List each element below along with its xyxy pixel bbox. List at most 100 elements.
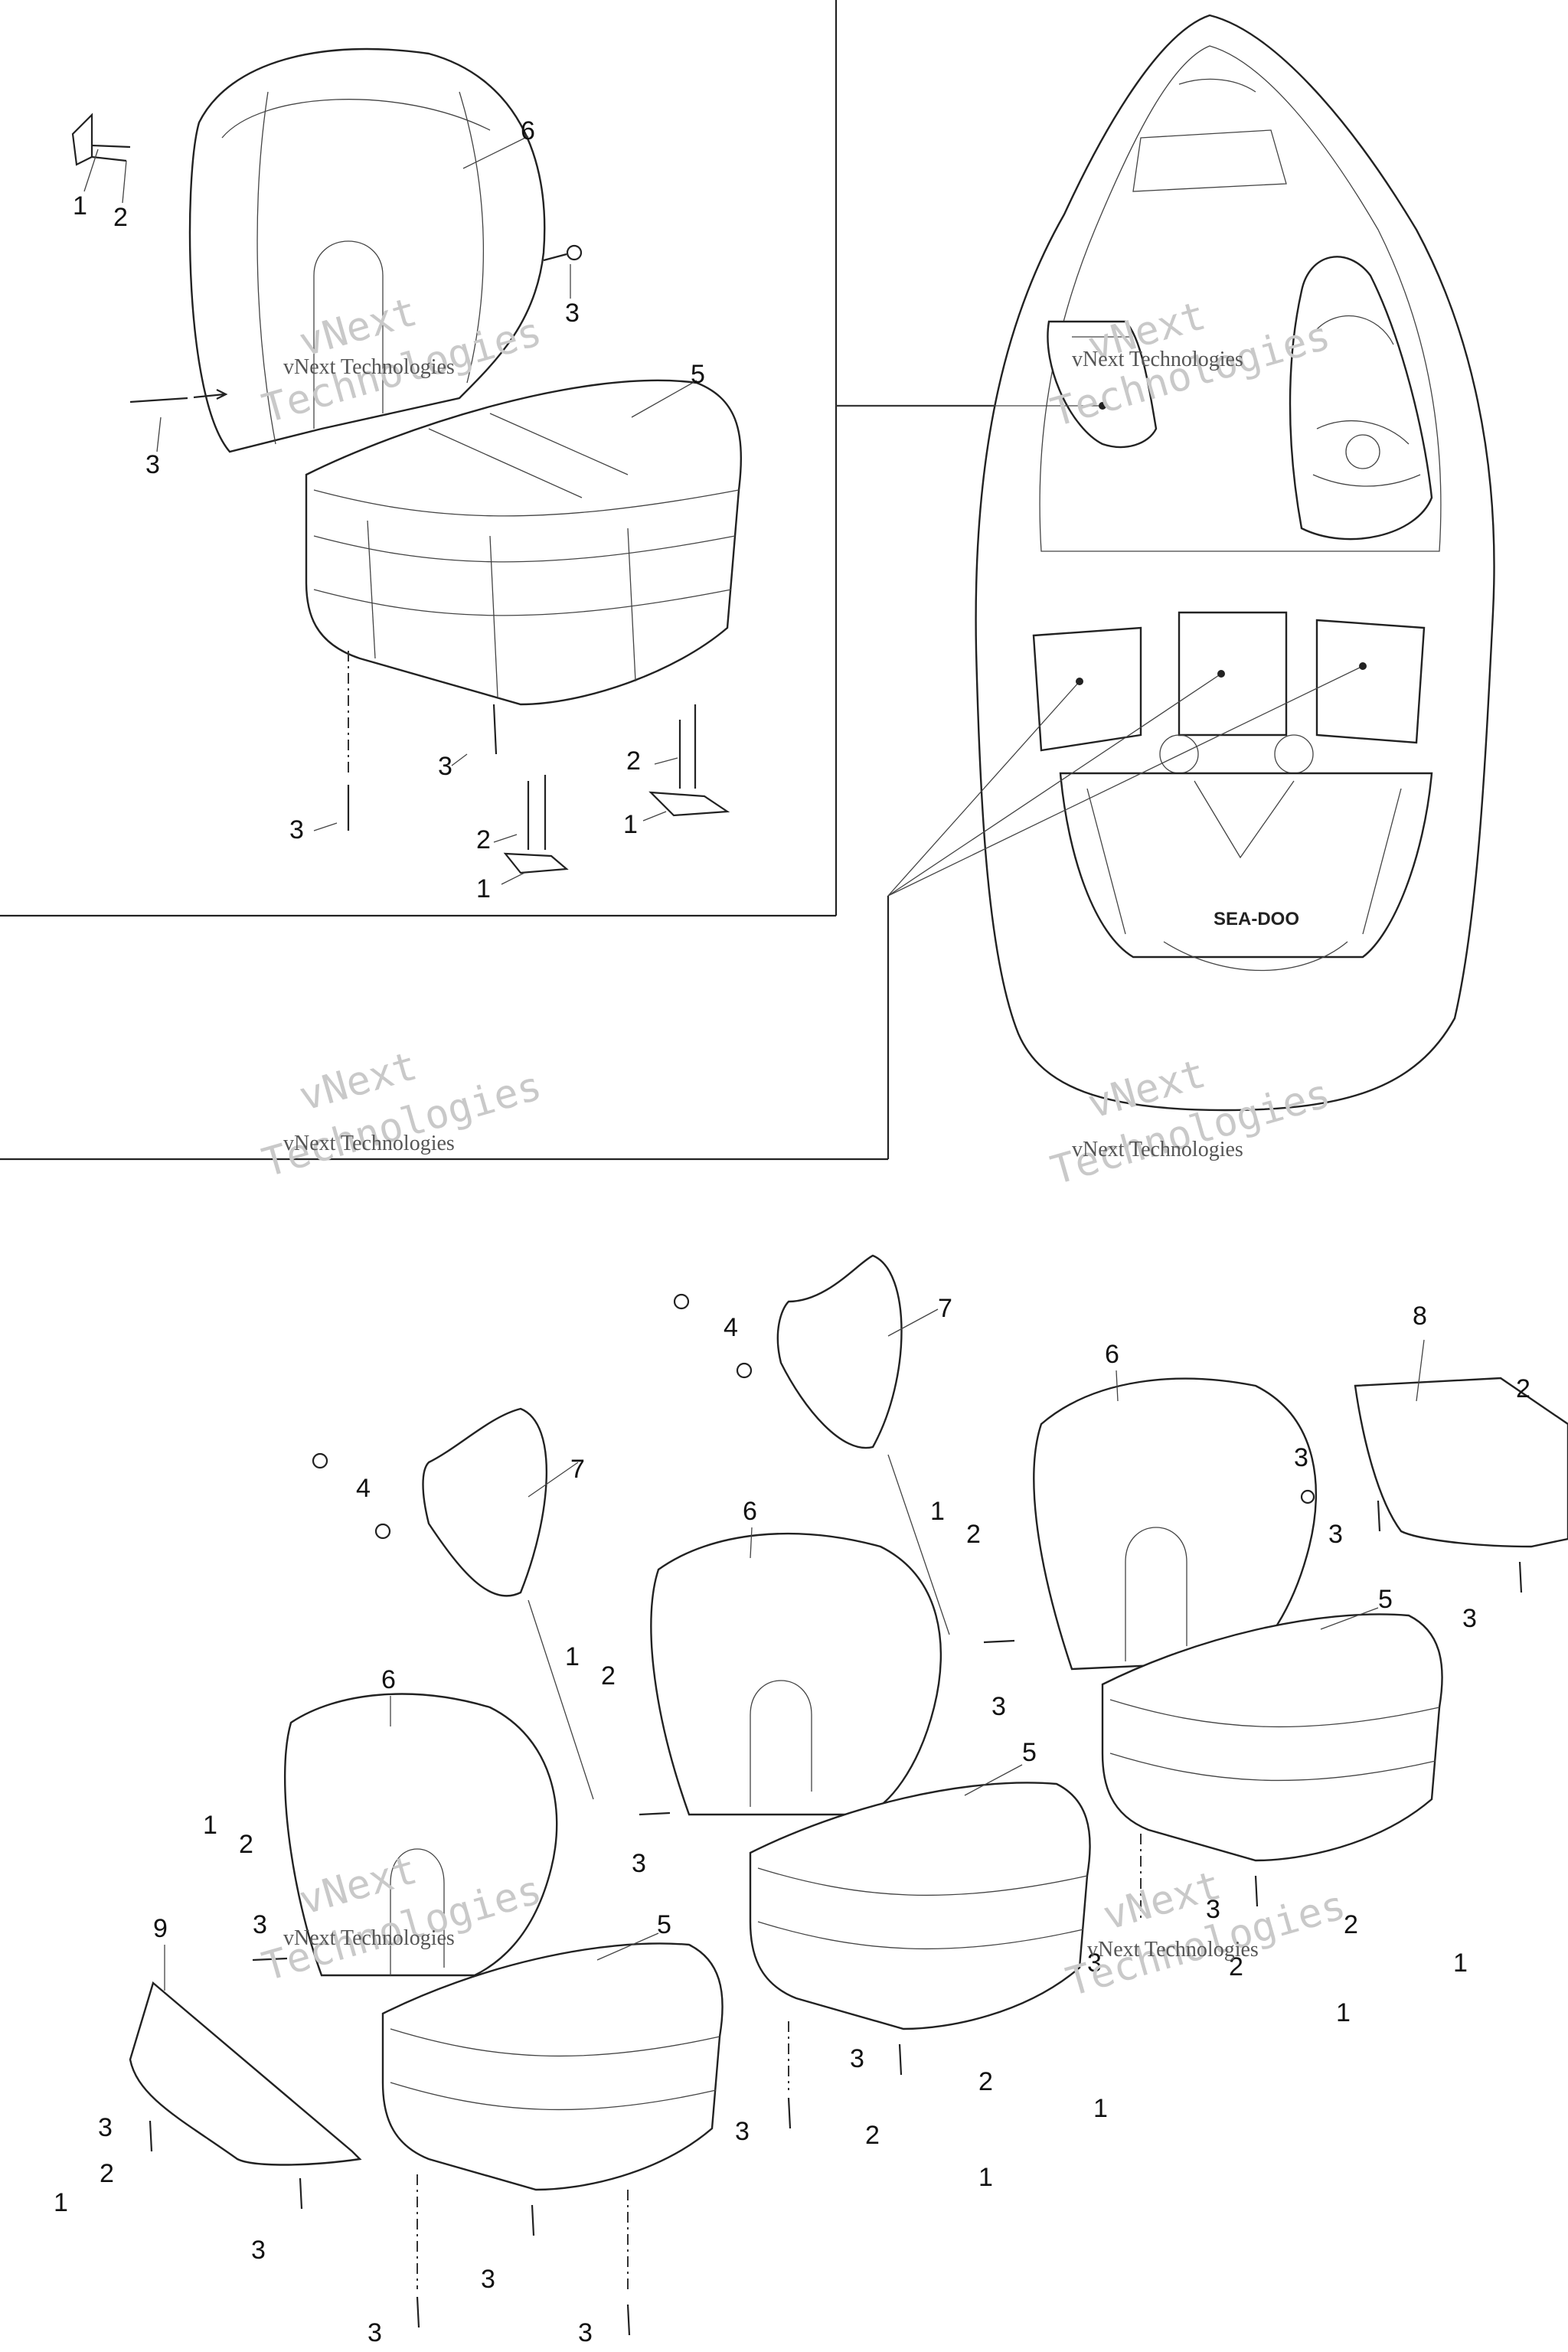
callout-pin: 2	[100, 2159, 114, 2188]
leader-dot	[1076, 678, 1083, 685]
callout-panel-9: 9	[153, 1914, 168, 1943]
callout-bracket: 1	[73, 191, 87, 220]
screw-icon	[898, 2043, 903, 2076]
callout-bracket: 1	[930, 1497, 945, 1526]
screw-icon	[1518, 1561, 1523, 1593]
callout-screw: 3	[1206, 1895, 1220, 1924]
callout-screw: 3	[735, 2117, 750, 2146]
watermark-text: vNext Technologies	[1087, 1938, 1259, 1962]
callout-screw: 3	[438, 752, 452, 781]
leader-dot	[1217, 670, 1225, 678]
callout-bracket: 1	[978, 2163, 993, 2192]
callout-pin: 2	[1344, 1910, 1358, 1939]
leader-dot	[1099, 402, 1106, 410]
cushion-part	[1101, 1613, 1443, 1862]
screw-icon	[299, 2177, 303, 2210]
callout-screw: 3	[578, 2318, 593, 2347]
callout-screw: 3	[481, 2265, 495, 2294]
callout-pin: 2	[1516, 1374, 1530, 1403]
screw-icon	[983, 1639, 1015, 1644]
callout-backrest: 6	[743, 1497, 757, 1526]
callout-screw: 3	[632, 1849, 646, 1878]
panel-9	[129, 1981, 362, 2166]
leader-dot	[1359, 662, 1367, 670]
screw-icon	[374, 1523, 391, 1540]
callout-bracket: 1	[1336, 1998, 1351, 2027]
callout-screw: 3	[98, 2113, 113, 2142]
callout-bracket: 1	[476, 874, 491, 903]
callout-screw: 3	[145, 450, 160, 479]
screw-icon	[1254, 1875, 1259, 1907]
screw-icon	[531, 2204, 535, 2236]
watermark-text: vNext Technologies	[283, 355, 455, 379]
callout-screw: 3	[850, 2044, 864, 2073]
backrest-part	[283, 1693, 558, 1977]
callout-screw: 3	[565, 299, 580, 328]
screw-icon	[1300, 1489, 1315, 1504]
callout-screw: 3	[253, 1910, 267, 1939]
callout-clip: 4	[356, 1474, 371, 1503]
callout-pin: 2	[865, 2121, 880, 2150]
rear-seat-assembly: 7 7 8 9 6 6 6 5 5 5 4 4 1 2 1 2 1 2 2 3 …	[54, 1254, 1568, 2347]
callout-cushion: 5	[657, 1910, 671, 1939]
bracket-icon	[503, 775, 569, 874]
callout-pin: 2	[626, 746, 641, 776]
callout-bracket: 1	[1093, 2094, 1108, 2123]
callout-clip: 4	[724, 1313, 738, 1342]
backrest-part	[1033, 1377, 1318, 1671]
callout-cushion: 5	[691, 360, 705, 389]
callout-screw: 3	[1294, 1443, 1308, 1472]
screw-icon	[626, 2304, 631, 2336]
screw-icon	[252, 1957, 288, 1962]
callout-panel-8: 8	[1413, 1302, 1427, 1331]
cushion-part	[381, 1942, 724, 2191]
headrest-7	[422, 1407, 548, 1597]
cushion-part	[749, 1782, 1091, 2030]
bracket-icon	[648, 704, 730, 817]
watermark-text: vNext Technologies	[283, 1132, 455, 1155]
callout-cushion: 5	[1378, 1585, 1393, 1614]
callout-screw: 3	[1328, 1520, 1343, 1549]
screw-icon	[639, 1811, 671, 1816]
callout-pin: 2	[966, 1520, 981, 1549]
callout-headrest: 7	[570, 1455, 585, 1484]
callout-cushion: 5	[1022, 1738, 1037, 1767]
screw-icon	[416, 2296, 420, 2328]
boat-logo: SEA-DOO	[1214, 909, 1299, 929]
callout-pin: 2	[113, 203, 128, 232]
screw-icon	[492, 704, 498, 755]
screw-icon	[673, 1293, 690, 1310]
callout-screw: 3	[1087, 1949, 1102, 1978]
panel-8	[1354, 1377, 1568, 1548]
callout-bracket: 1	[565, 1642, 580, 1671]
callout-screw: 3	[1462, 1604, 1477, 1633]
screw-icon	[787, 2097, 792, 2129]
callout-pin: 2	[601, 1661, 616, 1690]
callout-pin: 2	[239, 1830, 253, 1859]
headrest-7	[776, 1254, 903, 1449]
callout-bracket: 1	[203, 1811, 217, 1840]
callout-screw: 3	[251, 2236, 266, 2265]
watermark-text: vNext Technologies	[283, 1926, 455, 1950]
watermark-text: vNext Technologies	[1072, 1138, 1243, 1161]
cushion-part	[305, 379, 743, 706]
callout-pin: 2	[978, 2067, 993, 2096]
screw-icon	[1377, 1500, 1381, 1532]
callout-backrest: 6	[1105, 1340, 1119, 1369]
callout-backrest: 6	[381, 1665, 396, 1694]
screw-icon	[312, 1452, 328, 1469]
callout-bracket: 1	[623, 810, 638, 839]
callout-backrest: 6	[521, 116, 535, 145]
callout-bracket: 1	[1453, 1949, 1468, 1978]
backrest-part	[188, 47, 546, 453]
single-seat-assembly: 6 5 1 2 3 3 3 3 2 1 2 1	[71, 47, 743, 903]
watermark-text: vNext Technologies	[1072, 348, 1243, 371]
callout-bracket: 1	[54, 2188, 68, 2217]
callout-pin: 2	[1229, 1952, 1243, 1981]
boat-top-view: SEA-DOO	[836, 14, 1495, 1112]
callout-screw: 3	[289, 815, 304, 844]
backrest-part	[650, 1532, 942, 1816]
callout-screw: 3	[368, 2318, 382, 2347]
callout-screw: 3	[991, 1692, 1006, 1721]
screw-icon	[543, 244, 583, 262]
